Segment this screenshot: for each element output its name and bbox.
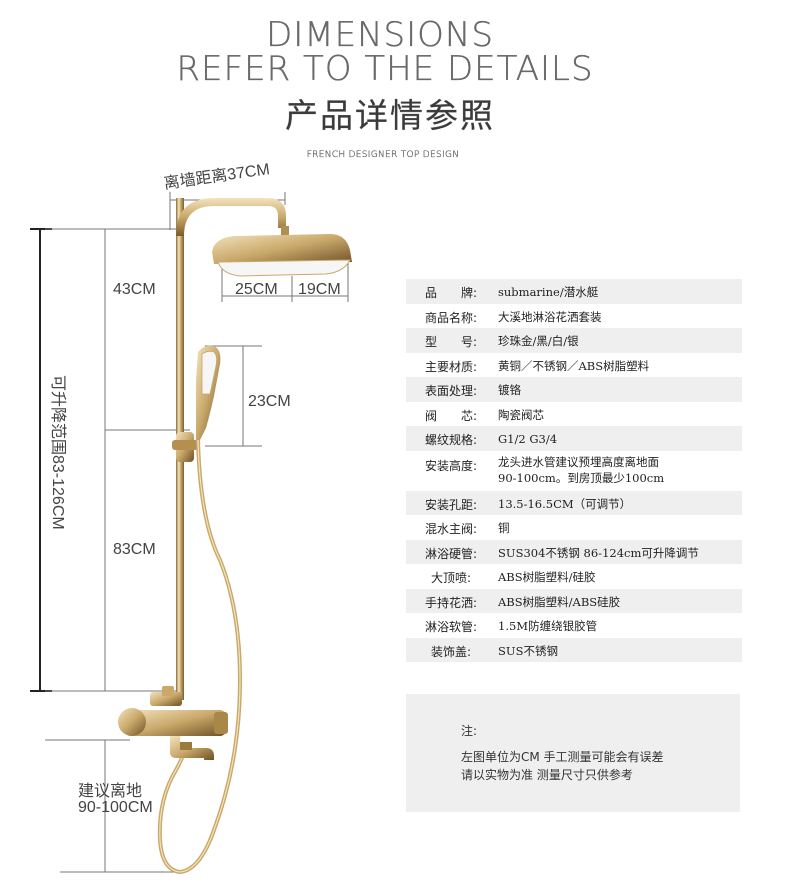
slide-knob — [172, 440, 198, 450]
spec-label: 淋浴软管: — [424, 620, 478, 634]
spec-label: 安装高度: — [424, 458, 478, 473]
spec-row: 大顶喷: ABS树脂塑料/硅胶 — [406, 564, 742, 589]
note-title: 注: — [461, 724, 478, 738]
spec-label: 品 牌: — [424, 286, 478, 300]
spec-value-line1: 龙头进水管建议预埋高度离地面 — [498, 454, 659, 469]
spec-row: 安装高度: 龙头进水管建议预埋高度离地面 90-100cm。到房顶最少100cm — [406, 451, 742, 491]
mixer-valve-body — [126, 710, 226, 736]
title-chinese: 产品详情参照 — [285, 96, 495, 135]
spec-value: 1.5M防缠绕银胶管 — [498, 619, 598, 633]
note-box: 注: 左图单位为CM 手工测量可能会有误差 请以实物为准 测量尺寸只供参考 — [406, 694, 740, 812]
spec-row: 手持花洒: ABS树脂塑料/ABS硅胶 — [406, 588, 742, 613]
spec-row: 表面处理: 镀铬 — [406, 377, 742, 402]
wall-flange-left — [118, 708, 146, 736]
spec-value: 龙头进水管建议预埋高度离地面 90-100cm。到房顶最少100cm — [498, 454, 664, 486]
note-line1: 左图单位为CM 手工测量可能会有误差 — [461, 750, 664, 764]
hose — [157, 439, 243, 875]
spec-table: 品 牌: submarine/潜水艇 商品名称: 大溪地淋浴花洒套装 型 号: … — [406, 279, 742, 662]
spec-row: 品 牌: submarine/潜水艇 — [406, 279, 742, 304]
hose-highlight — [159, 439, 241, 873]
subtitle-designer: FRENCH DESIGNER TOP DESIGN — [306, 150, 460, 160]
spec-row: 安装孔距: 13.5-16.5CM（可调节） — [406, 490, 742, 515]
dim-top-section: 43CM — [113, 281, 156, 298]
spec-value: 铜 — [498, 521, 510, 535]
hose-connector — [180, 742, 192, 750]
spec-value: 镀铬 — [498, 383, 521, 397]
spec-label: 螺纹规格: — [424, 433, 478, 447]
spec-row: 阀 芯: 陶瓷阀芯 — [406, 402, 742, 427]
title-refer: REFER TO THE DETAILS — [176, 49, 594, 89]
hand-shower-face — [201, 350, 218, 395]
dim-floor-height-line2: 90-100CM — [78, 799, 153, 816]
shower-arm — [176, 198, 286, 236]
spec-label: 淋浴硬管: — [424, 546, 478, 561]
spec-row: 主要材质: 黄铜／不锈钢／ABS树脂塑料 — [406, 353, 742, 378]
spec-value: 珍珠金/黑/白/银 — [498, 334, 579, 348]
title-dimensions: DIMENSIONS — [266, 15, 494, 55]
dim-adjust-range: 可升降范围83-126CM — [49, 375, 66, 530]
spec-row: 型 号: 珍珠金/黑/白/银 — [406, 328, 742, 353]
spec-value: ABS树脂塑料/ABS硅胶 — [498, 594, 621, 609]
spec-value: submarine/潜水艇 — [498, 285, 599, 299]
spec-value: 陶瓷阀芯 — [498, 407, 544, 422]
spec-value: SUS304不锈钢 86-124cm可升降调节 — [498, 545, 699, 560]
spec-label: 装饰盖: — [430, 644, 472, 659]
spec-row: 商品名称: 大溪地淋浴花洒套装 — [406, 304, 742, 329]
dim-head-width: 25CM — [235, 281, 278, 298]
spec-value-line2: 90-100cm。到房顶最少100cm — [498, 470, 665, 485]
spec-row: 螺纹规格: G1/2 G3/4 — [406, 426, 742, 451]
diverter-top — [162, 686, 174, 696]
spec-value: 大溪地淋浴花洒套装 — [498, 309, 602, 324]
rain-shower-head — [212, 234, 352, 264]
spec-row: 淋浴硬管: SUS304不锈钢 86-124cm可升降调节 — [406, 539, 742, 564]
spec-label: 混水主阀: — [424, 522, 478, 536]
spec-row: 淋浴软管: 1.5M防缠绕银胶管 — [406, 613, 742, 638]
spec-value: 13.5-16.5CM（可调节） — [498, 496, 632, 511]
spec-label: 阀 芯: — [424, 408, 478, 423]
spec-label: 主要材质: — [424, 359, 478, 374]
spec-value: G1/2 G3/4 — [498, 432, 558, 446]
shower-illustration — [30, 192, 352, 875]
spec-row: 混水主阀: 铜 — [406, 515, 742, 540]
spec-label: 商品名称: — [424, 310, 478, 325]
temperature-knob — [214, 712, 228, 734]
spec-value: ABS树脂塑料/硅胶 — [498, 570, 596, 584]
dim-slide-bar: 83CM — [113, 541, 156, 558]
spec-value: 黄铜／不锈钢／ABS树脂塑料 — [498, 358, 650, 373]
spec-label: 型 号: — [424, 335, 478, 349]
dimension-lines — [30, 192, 349, 873]
rain-head-face — [217, 259, 351, 277]
diverter-handle — [150, 692, 182, 706]
note-line2: 请以实物为准 测量尺寸只供参考 — [461, 768, 633, 782]
spec-row: 装饰盖: SUS不锈钢 — [406, 637, 742, 662]
dim-head-depth: 19CM — [298, 281, 341, 298]
dim-handheld: 23CM — [248, 393, 291, 410]
dim-floor-height-line1: 建议离地 — [78, 783, 143, 800]
arm-connector — [281, 226, 289, 236]
spec-label: 表面处理: — [424, 384, 478, 398]
spec-value: SUS不锈钢 — [498, 643, 558, 658]
spec-label: 安装孔距: — [424, 497, 478, 512]
spec-label: 大顶喷: — [430, 571, 472, 585]
spec-label: 手持花洒: — [424, 595, 478, 610]
